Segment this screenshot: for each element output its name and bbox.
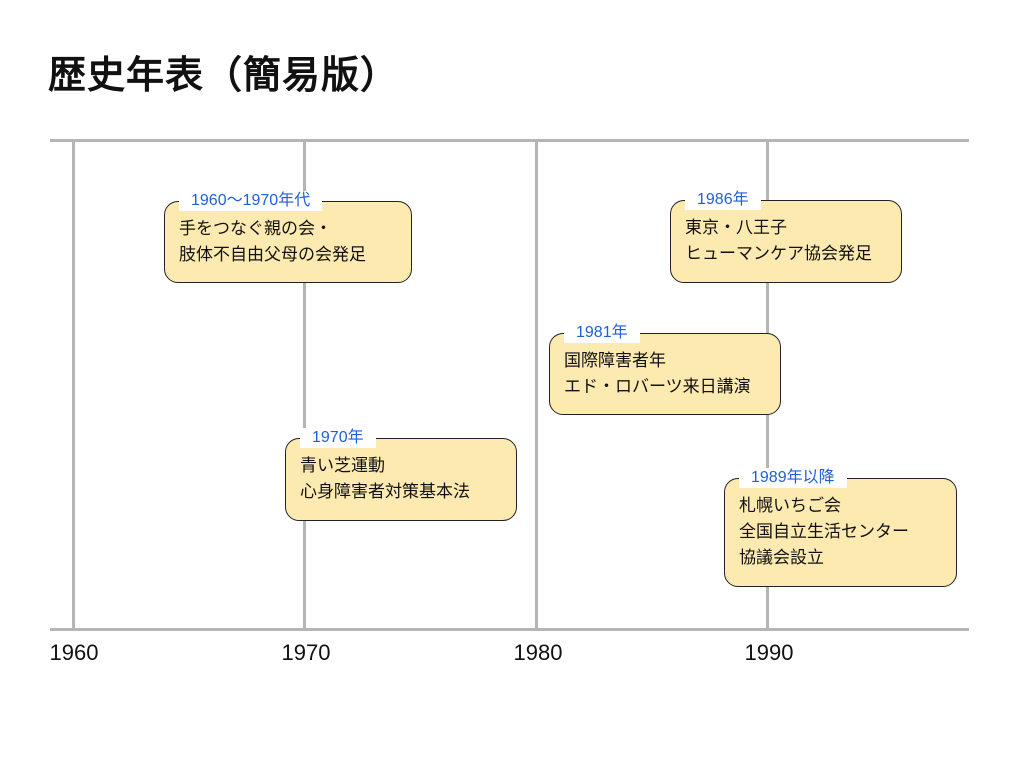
event-year: 1981年 xyxy=(564,323,640,343)
gridline-1980 xyxy=(535,139,538,631)
axis-tick-label: 1990 xyxy=(744,640,794,665)
page-title: 歴史年表（簡易版） xyxy=(48,53,400,97)
event-text: 協議会設立 xyxy=(739,548,824,568)
axis-tick-label: 1970 xyxy=(281,640,331,665)
event-year: 1970年 xyxy=(300,428,376,448)
event-text: 東京・八王子 xyxy=(685,218,787,238)
gridline-1970 xyxy=(303,139,306,631)
gridline-1960 xyxy=(72,139,75,631)
event-text: 国際障害者年 xyxy=(564,351,666,371)
event-text: 全国自立生活センター xyxy=(739,522,909,542)
event-1986: 1986年 東京・八王子 ヒューマンケア協会発足 xyxy=(670,190,902,283)
event-year: 1989年以降 xyxy=(739,468,847,488)
event-year: 1960〜1970年代 xyxy=(179,191,323,211)
event-1981: 1981年 国際障害者年 エド・ロバーツ来日講演 xyxy=(549,323,781,415)
event-text: 手をつなぐ親の会・ xyxy=(179,219,332,239)
event-1989: 1989年以降 札幌いちご会 全国自立生活センター 協議会設立 xyxy=(724,468,957,587)
event-1970: 1970年 青い芝運動 心身障害者対策基本法 xyxy=(285,428,517,521)
timeline-top-rule xyxy=(50,139,969,142)
event-year: 1986年 xyxy=(685,190,761,210)
event-text: 札幌いちご会 xyxy=(739,496,841,516)
event-text: 青い芝運動 xyxy=(300,456,385,476)
event-text: エド・ロバーツ来日講演 xyxy=(564,377,751,397)
event-text: 心身障害者対策基本法 xyxy=(300,482,470,502)
axis-tick-label: 1960 xyxy=(49,640,99,665)
event-text: ヒューマンケア協会発足 xyxy=(685,244,872,264)
event-1960s: 1960〜1970年代 手をつなぐ親の会・ 肢体不自由父母の会発足 xyxy=(164,191,412,283)
timeline-axis-rule xyxy=(50,628,969,631)
event-text: 肢体不自由父母の会発足 xyxy=(179,245,366,265)
axis-tick-label: 1980 xyxy=(513,640,563,665)
